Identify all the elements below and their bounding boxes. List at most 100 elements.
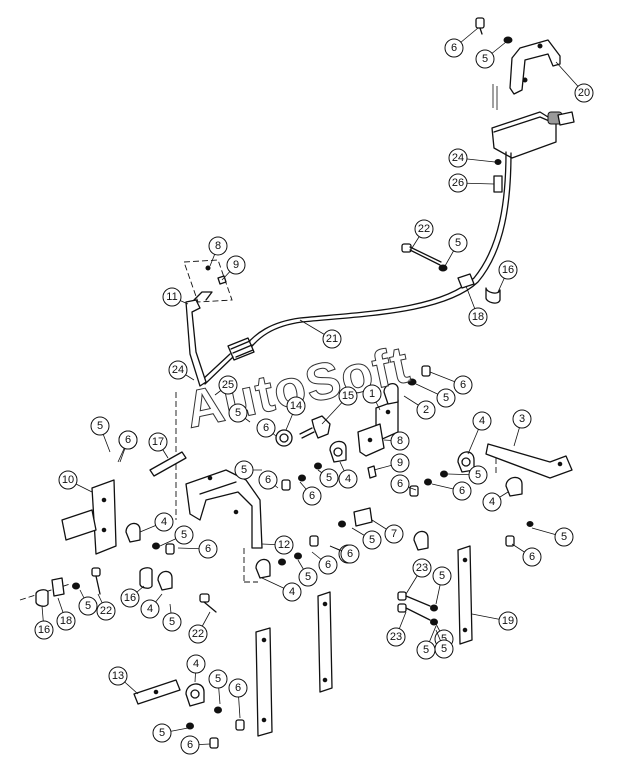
callout-label: 4 (289, 586, 295, 598)
callout-label: 5 (441, 643, 447, 655)
callout-label: 13 (112, 670, 124, 682)
callout-6: 6 (511, 543, 542, 567)
screw-22-lower (199, 593, 217, 613)
clamp-4-right (457, 451, 475, 473)
callout-16: 16 (497, 260, 518, 293)
callout-label: 4 (479, 415, 485, 427)
callout-circle (162, 287, 182, 307)
callout-label: 16 (124, 592, 136, 604)
dashed-outline-8-9 (183, 259, 233, 303)
callout-label: 5 (181, 529, 187, 541)
callout-6: 6 (390, 474, 417, 494)
callout-label: 5 (423, 644, 429, 656)
callout-6: 6 (329, 544, 360, 564)
callout-23: 23 (405, 558, 432, 595)
callout-6: 6 (311, 551, 338, 575)
callout-label: 1 (369, 388, 375, 400)
callout-circle (390, 431, 410, 451)
clamp-4-bottom (185, 683, 205, 707)
callout-label: 8 (397, 435, 403, 447)
callout-circle (286, 396, 306, 416)
callout-5: 5 (90, 416, 111, 453)
callout-label: 18 (472, 311, 484, 323)
callout-circle (90, 416, 110, 436)
callout-circle (180, 735, 200, 755)
callout-label: 6 (205, 543, 211, 555)
callout-circle (432, 566, 452, 586)
callout-label: 6 (397, 478, 403, 490)
callout-circle (168, 360, 188, 380)
callout-label: 5 (482, 53, 488, 65)
callout-circle (498, 260, 518, 280)
callout-5: 5 (416, 625, 437, 660)
callout-label: 2 (423, 404, 429, 416)
callout-label: 26 (452, 177, 464, 189)
callout-6: 6 (177, 539, 218, 559)
callout-circle (56, 611, 76, 631)
callout-19: 19 (471, 611, 518, 631)
callout-6: 6 (256, 418, 277, 438)
callout-5: 5 (434, 629, 454, 659)
screw-22-left (91, 567, 101, 595)
screw-6-center (421, 365, 431, 377)
control-box (491, 111, 575, 159)
callout-circle (208, 669, 228, 689)
callout-8: 8 (383, 431, 410, 451)
callout-label: 6 (265, 474, 271, 486)
callout-label: 6 (235, 682, 241, 694)
callout-circle (152, 723, 172, 743)
callout-5: 5 (475, 41, 507, 69)
washer-5-cable (438, 264, 448, 272)
callout-4: 4 (467, 411, 492, 455)
callout-label: 5 (441, 633, 447, 645)
callout-21: 21 (299, 319, 342, 349)
callout-circle (186, 654, 206, 674)
washer-14 (275, 429, 293, 447)
callout-label: 9 (397, 457, 403, 469)
callout-label: 9 (233, 259, 239, 271)
callout-label: 5 (169, 616, 175, 628)
callout-circle (414, 219, 434, 239)
callout-label: 12 (278, 539, 290, 551)
callout-8: 8 (208, 236, 228, 267)
callout-5: 5 (531, 527, 574, 547)
callout-circle (448, 233, 468, 253)
callout-5: 5 (159, 525, 194, 547)
callout-label: 6 (125, 434, 131, 446)
callout-circle (338, 469, 358, 489)
callout-circle (298, 567, 318, 587)
screw-6-top (475, 17, 485, 35)
callout-24: 24 (168, 360, 195, 381)
bracket-19 (457, 545, 473, 645)
callout-5: 5 (351, 527, 382, 550)
callout-circle (188, 624, 208, 644)
callout-circle (390, 474, 410, 494)
callout-label: 14 (290, 400, 302, 412)
callout-5: 5 (297, 559, 318, 587)
callout-label: 7 (391, 528, 397, 540)
callout-20: 20 (555, 61, 594, 103)
callout-16: 16 (34, 605, 54, 640)
clamp-4-right-low (505, 476, 523, 497)
callout-5: 5 (208, 669, 228, 705)
callout-6: 6 (180, 735, 211, 755)
callout-label: 16 (38, 624, 50, 636)
callout-circle (208, 236, 228, 256)
callout-label: 25 (222, 379, 234, 391)
callout-6: 6 (258, 470, 279, 490)
callout-label: 22 (418, 223, 430, 235)
callout-5: 5 (317, 468, 339, 488)
bracket-8-mid (357, 423, 385, 457)
callout-label: 22 (192, 628, 204, 640)
callout-circle (108, 666, 128, 686)
spacer-17 (149, 451, 187, 477)
callout-label: 4 (161, 516, 167, 528)
callout-5: 5 (415, 383, 456, 408)
callout-label: 3 (519, 413, 525, 425)
bracket-20 (509, 39, 561, 95)
callout-24: 24 (448, 148, 496, 168)
callout-circle (448, 173, 468, 193)
bracket-7 (353, 507, 373, 527)
callout-6: 6 (228, 678, 248, 719)
callout-circle (453, 375, 473, 395)
